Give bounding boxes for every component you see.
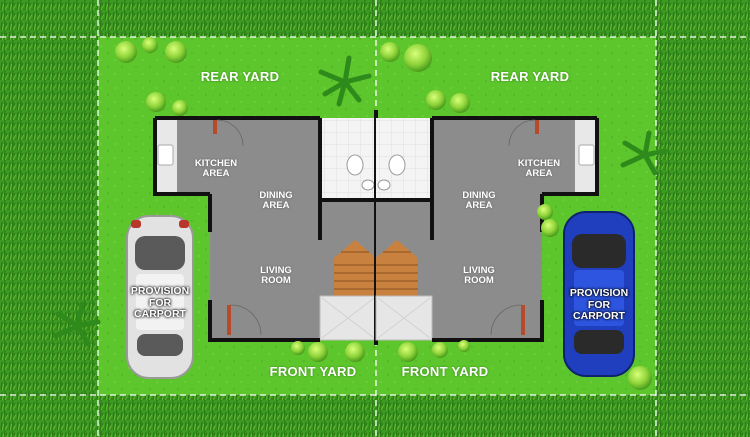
shrub [450, 93, 470, 113]
front-yard-right-label: FRONT YARD [401, 364, 489, 379]
shrub [398, 342, 418, 362]
basin-right [377, 179, 391, 191]
dining-left-label: DINING AREA [259, 190, 293, 212]
palm-tree [620, 130, 668, 176]
stairs-right [376, 240, 418, 296]
shrub [458, 340, 470, 352]
living-left-label: LIVING ROOM [260, 265, 292, 287]
car-right [563, 211, 635, 377]
dining-right-label: DINING AREA [462, 190, 496, 212]
palm-tree [318, 55, 372, 107]
door-right-front [521, 305, 525, 335]
carport-left-label: PROVISION FOR CARPORT [130, 285, 190, 321]
shrub [142, 37, 158, 53]
shrub [380, 42, 400, 62]
shrub [426, 90, 446, 110]
basin-left [361, 179, 375, 191]
shrubs [115, 37, 652, 390]
walls-right [376, 116, 599, 342]
carport-right-label: PROVISION FOR CARPORT [569, 287, 629, 323]
shrub [146, 92, 166, 112]
shrub [541, 219, 559, 237]
rear-yard-left-label: REAR YARD [200, 69, 280, 84]
sink-right [578, 144, 595, 166]
shrub [291, 341, 305, 355]
unit-left [153, 110, 378, 345]
rear-yard-right-label: REAR YARD [490, 69, 570, 84]
shrub [345, 342, 365, 362]
shrub [308, 342, 328, 362]
shrub [537, 204, 553, 220]
kitchen-left-label: KITCHEN AREA [194, 158, 238, 180]
stairs-left [334, 240, 376, 296]
shrub [628, 366, 652, 390]
shrub [432, 342, 448, 358]
shrub [115, 41, 137, 63]
shrub [165, 41, 187, 63]
door-right-kitchen [535, 120, 539, 134]
toilet-right [388, 154, 406, 176]
front-yard-left-label: FRONT YARD [269, 364, 357, 379]
shrub [404, 44, 432, 72]
car-left [126, 215, 194, 379]
living-right-label: LIVING ROOM [463, 265, 495, 287]
door-left-front [227, 305, 231, 335]
palm-trees [53, 55, 668, 347]
unit-right [375, 116, 599, 342]
toilet-left [346, 154, 364, 176]
door-left-kitchen [213, 120, 217, 134]
kitchen-right-label: KITCHEN AREA [517, 158, 561, 180]
shrub [172, 100, 188, 116]
sink-left [157, 144, 174, 166]
palm-tree [53, 301, 101, 347]
